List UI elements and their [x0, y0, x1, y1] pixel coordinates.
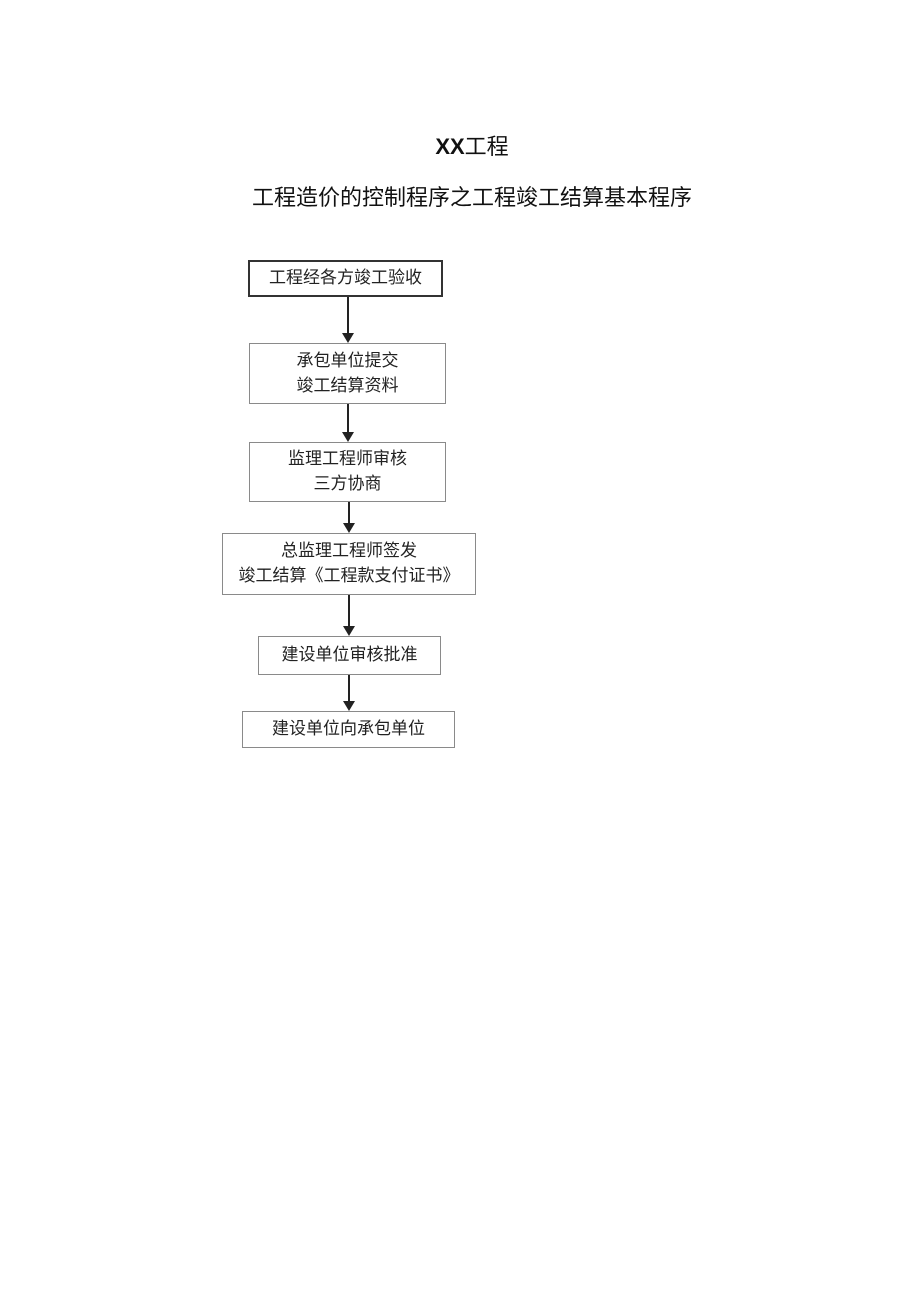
flow-step-text: 建设单位向承包单位 [272, 719, 425, 739]
flow-step-owner-approve: 建设单位审核批准 [258, 636, 441, 675]
title-suffix: 工程 [464, 135, 509, 160]
flow-step-text: 建设单位审核批准 [281, 645, 418, 665]
flow-step-acceptance: 工程经各方竣工验收 [248, 260, 443, 297]
flow-step-engineer-review: 监理工程师审核 三方协商 [249, 442, 446, 502]
title-prefix: XX [435, 134, 465, 159]
flow-arrow [342, 297, 354, 343]
flow-step-owner-to-contractor: 建设单位向承包单位 [242, 711, 455, 748]
flow-step-text: 工程经各方竣工验收 [269, 268, 422, 288]
flow-step-text: 承包单位提交 [296, 350, 399, 371]
flow-arrow [342, 404, 354, 442]
flow-arrow [343, 595, 355, 636]
flow-step-text: 竣工结算资料 [296, 375, 399, 396]
flow-step-text: 竣工结算《工程款支付证书》 [238, 566, 460, 586]
document-subtitle: 工程造价的控制程序之工程竣工结算基本程序 [251, 186, 692, 211]
flow-arrow [343, 502, 355, 533]
flow-step-text: 总监理工程师签发 [281, 541, 417, 561]
flow-step-submit-materials: 承包单位提交 竣工结算资料 [249, 343, 446, 404]
flow-arrow [343, 675, 355, 711]
flow-step-chief-sign: 总监理工程师签发 竣工结算《工程款支付证书》 [222, 533, 476, 595]
document-title: XX工程 [0, 132, 920, 163]
flow-step-text: 三方协商 [313, 474, 382, 494]
flow-step-text: 监理工程师审核 [288, 449, 407, 469]
